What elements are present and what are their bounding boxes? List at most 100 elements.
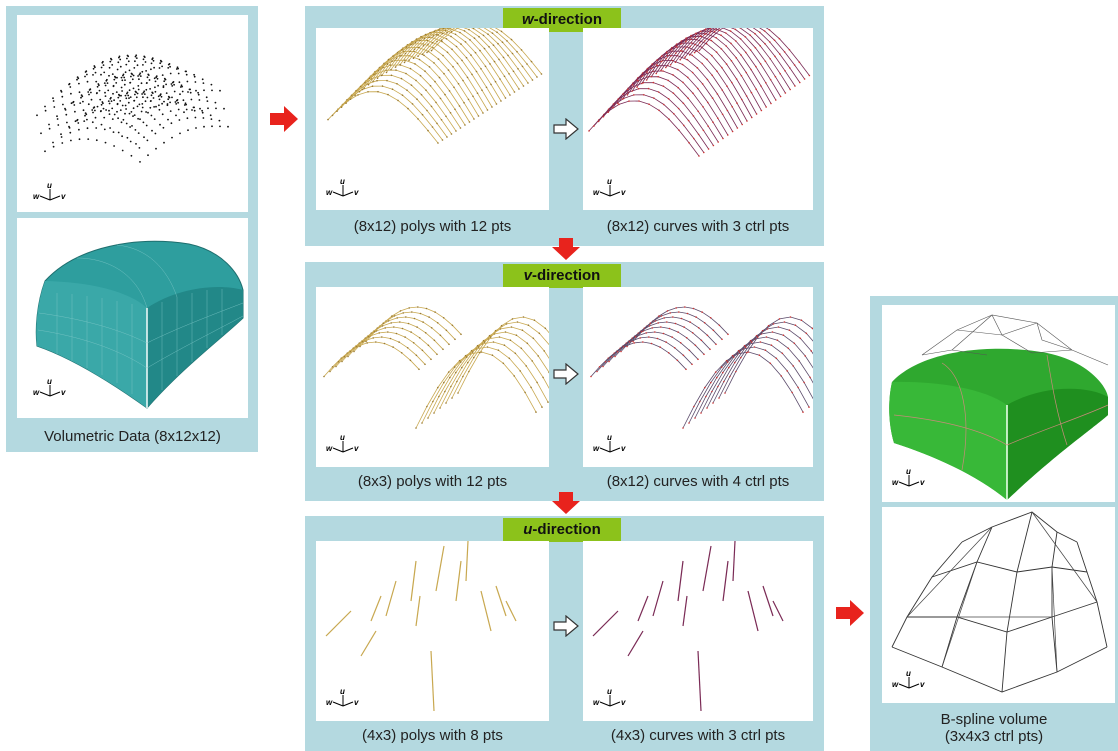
poly-vertex bbox=[711, 75, 713, 77]
poly-vertex bbox=[667, 310, 669, 312]
poly-vertex bbox=[593, 125, 595, 127]
poly-vertex bbox=[701, 63, 703, 65]
poly-vertex bbox=[401, 49, 403, 51]
axis-label-v: v bbox=[621, 699, 625, 707]
poly-vertex bbox=[671, 49, 673, 51]
poly-vertex bbox=[476, 71, 478, 73]
poly-vertex bbox=[651, 68, 653, 70]
poly-vertex bbox=[434, 311, 436, 313]
poly-vertex bbox=[398, 341, 400, 343]
poly-vertex bbox=[408, 59, 410, 61]
volume-point bbox=[73, 104, 75, 106]
poly-vertex bbox=[434, 81, 436, 83]
volume-point bbox=[77, 122, 79, 124]
poly-vertex bbox=[392, 346, 394, 348]
poly-vertex bbox=[493, 341, 495, 343]
volume-point bbox=[206, 96, 208, 98]
poly-vertex bbox=[437, 387, 439, 389]
volume-point bbox=[177, 66, 179, 68]
volume-point bbox=[97, 83, 99, 85]
volume-point bbox=[109, 103, 111, 105]
poly-vertex bbox=[390, 69, 392, 71]
poly-vertex bbox=[468, 29, 470, 31]
poly-vertex bbox=[451, 31, 453, 33]
poly-vertex bbox=[475, 52, 477, 54]
poly-vertex bbox=[685, 48, 687, 50]
volume-point bbox=[145, 100, 147, 102]
volume-point bbox=[134, 94, 136, 96]
volume-point bbox=[167, 119, 169, 121]
volume-point bbox=[105, 85, 107, 87]
poly-vertex bbox=[602, 366, 604, 368]
volume-point bbox=[158, 95, 160, 97]
volume-point bbox=[190, 92, 192, 94]
poly-vertex bbox=[727, 134, 729, 136]
volume-point bbox=[109, 113, 111, 115]
poly-vertex bbox=[775, 76, 777, 78]
poly-vertex bbox=[800, 338, 802, 340]
volume-point bbox=[193, 74, 195, 76]
poly-vertex bbox=[727, 334, 729, 336]
volume-point bbox=[139, 118, 141, 120]
poly-vertex bbox=[641, 83, 643, 85]
poly-vertex bbox=[451, 133, 453, 135]
poly-vertex bbox=[810, 350, 812, 352]
volume-point bbox=[40, 132, 42, 134]
volume-point bbox=[199, 99, 201, 101]
u-curves-view: uwv bbox=[583, 541, 813, 721]
volume-point bbox=[124, 79, 126, 81]
poly-vertex bbox=[608, 361, 610, 363]
volume-point bbox=[137, 93, 139, 95]
poly-vertex bbox=[442, 349, 444, 351]
volume-point bbox=[105, 109, 107, 111]
volume-point bbox=[187, 117, 189, 119]
volume-point bbox=[92, 74, 94, 76]
volume-point bbox=[169, 102, 171, 104]
volume-point bbox=[193, 107, 195, 109]
poly-vertex bbox=[789, 89, 791, 91]
volume-point bbox=[128, 60, 130, 62]
poly-vertex bbox=[655, 73, 657, 75]
poly-vertex bbox=[645, 332, 647, 334]
poly-vertex bbox=[454, 366, 456, 368]
volume-point bbox=[113, 131, 115, 133]
volume-point bbox=[99, 99, 101, 101]
volume-point bbox=[154, 77, 156, 79]
volume-point bbox=[78, 129, 80, 131]
poly-vertex bbox=[679, 59, 681, 61]
volume-point bbox=[197, 92, 199, 94]
v-polyline bbox=[440, 332, 549, 408]
volume-point bbox=[117, 69, 119, 71]
poly-vertex bbox=[667, 80, 669, 82]
volume-point bbox=[143, 58, 145, 60]
volume-point bbox=[111, 100, 113, 102]
poly-vertex bbox=[522, 329, 524, 331]
poly-vertex bbox=[697, 359, 699, 361]
poly-vertex bbox=[367, 91, 369, 93]
poly-vertex bbox=[757, 336, 759, 338]
volume-point bbox=[109, 127, 111, 129]
volume-point bbox=[99, 90, 101, 92]
volume-point bbox=[77, 76, 79, 78]
volume-point bbox=[145, 89, 147, 91]
volume-point bbox=[143, 136, 145, 138]
volume-point bbox=[115, 82, 117, 84]
u-polyline bbox=[326, 611, 351, 636]
volume-point bbox=[178, 73, 180, 75]
poly-vertex bbox=[535, 411, 537, 413]
poly-vertex bbox=[681, 318, 683, 320]
poly-vertex bbox=[764, 43, 766, 45]
volume-point bbox=[186, 109, 188, 111]
poly-vertex bbox=[372, 337, 374, 339]
volume-point bbox=[113, 99, 115, 101]
poly-vertex bbox=[769, 58, 771, 60]
axis-label-v: v bbox=[61, 193, 65, 201]
poly-vertex bbox=[400, 55, 402, 57]
volume-point bbox=[155, 106, 157, 108]
volume-point bbox=[169, 66, 171, 68]
volume-point bbox=[147, 74, 149, 76]
volume-point bbox=[60, 90, 62, 92]
poly-vertex bbox=[487, 109, 489, 111]
poly-vertex bbox=[704, 387, 706, 389]
volume-point bbox=[116, 91, 118, 93]
